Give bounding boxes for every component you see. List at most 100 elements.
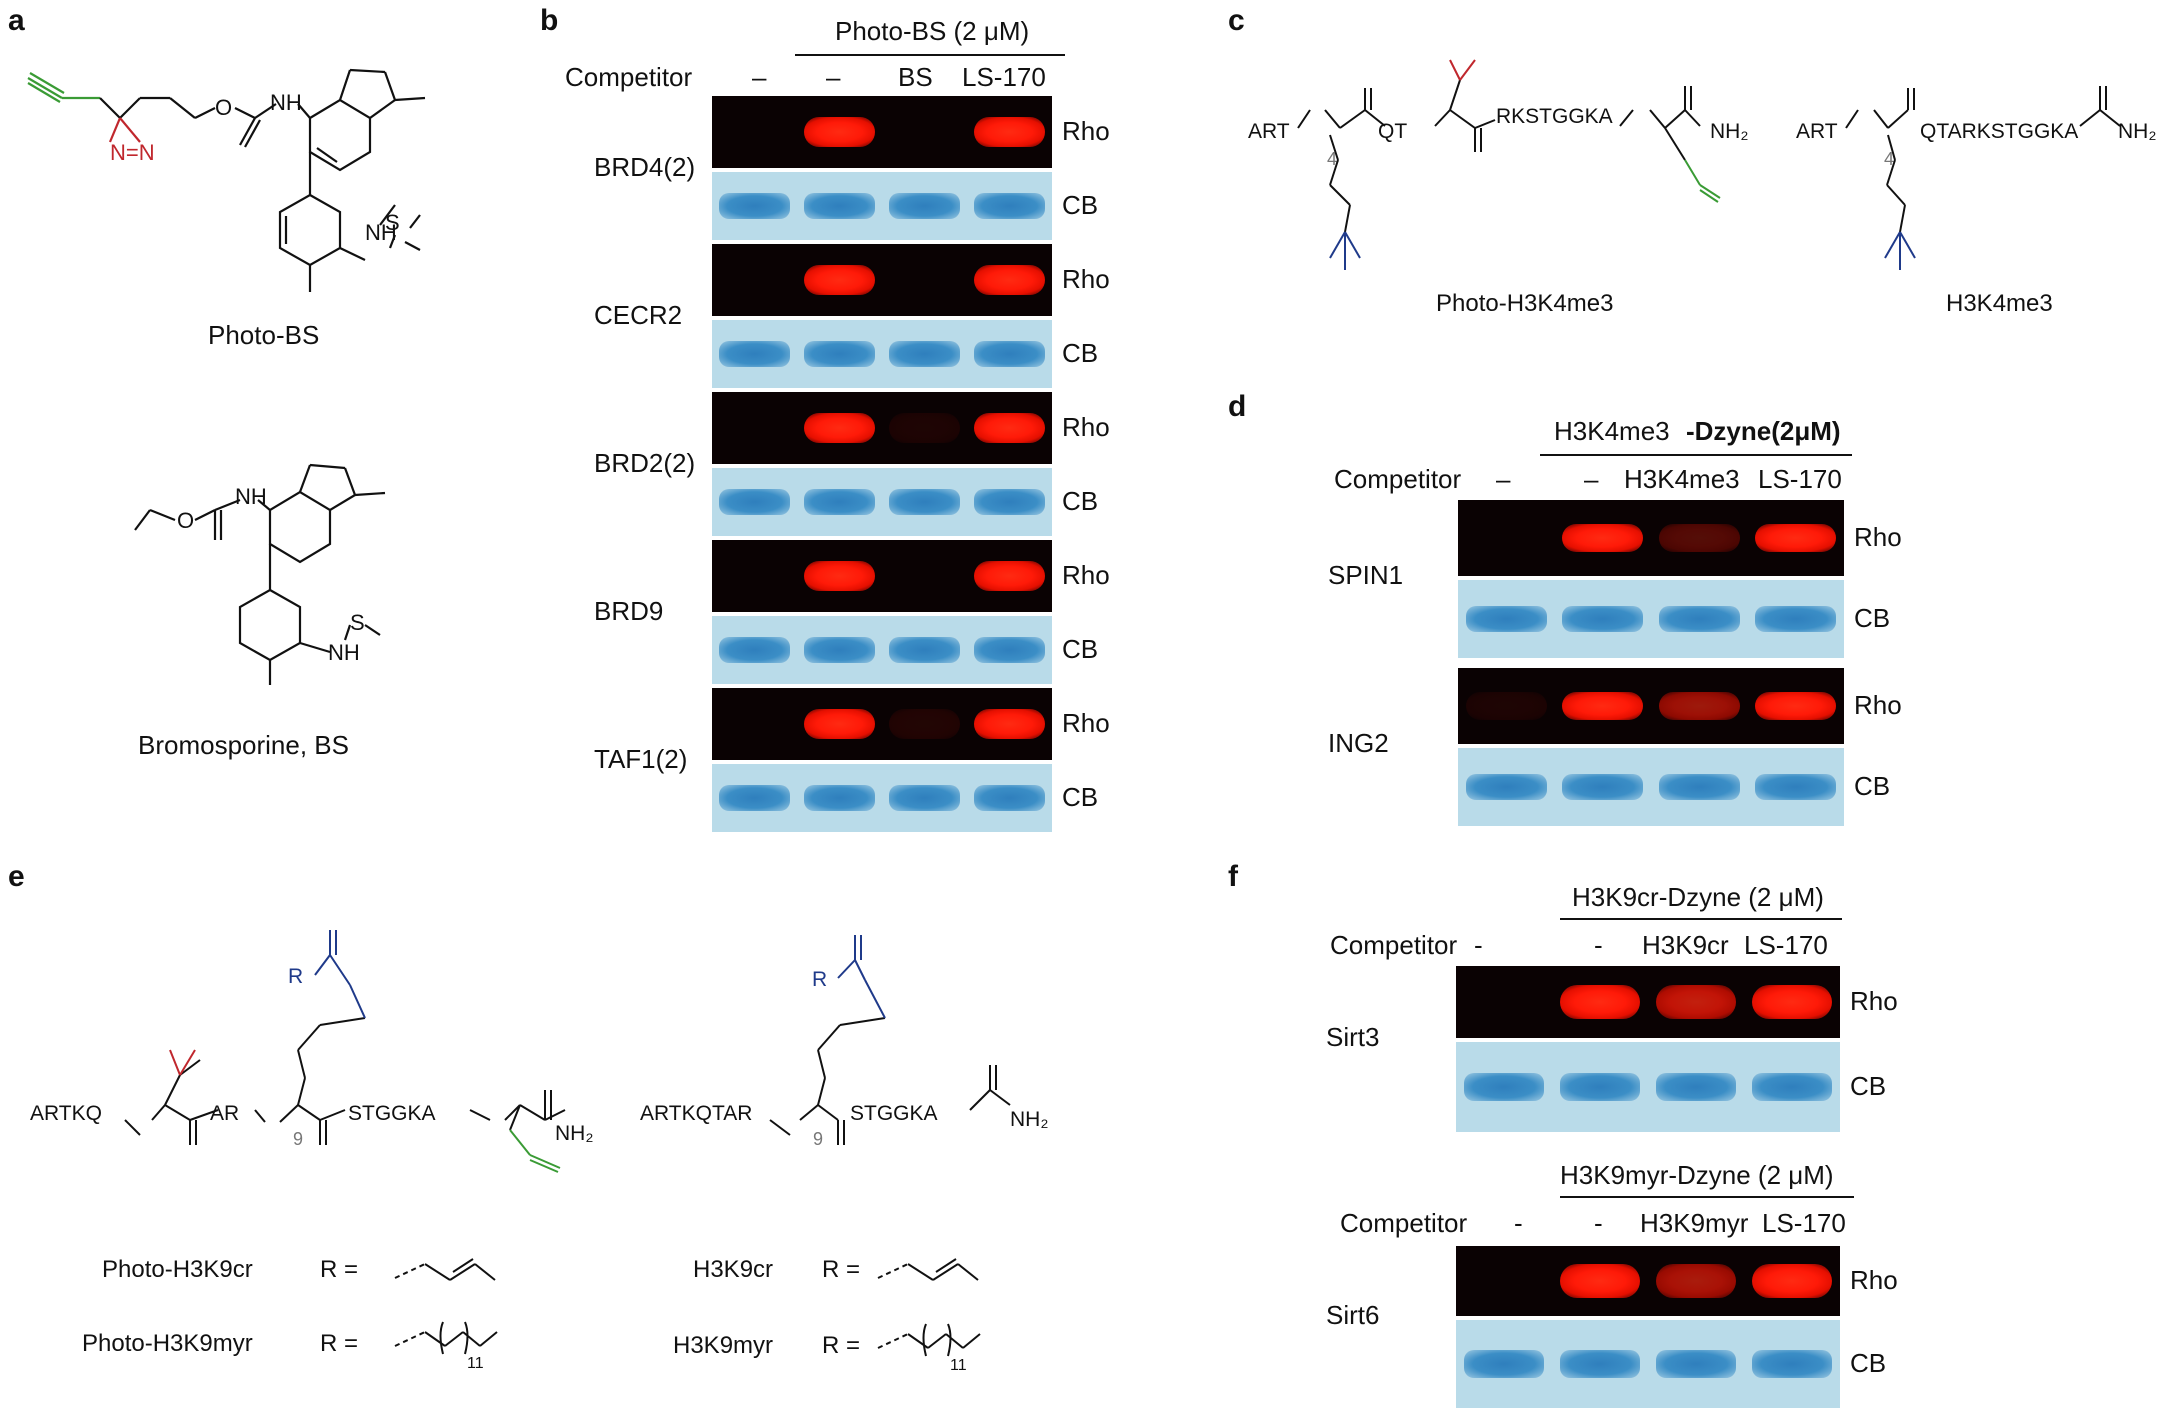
- panel-f-competitor-label-2: Competitor: [1340, 1208, 1468, 1238]
- panel-f2-cb-band-1-2: [1559, 1350, 1641, 1378]
- myristoyl-group-2: 11: [877, 1323, 981, 1374]
- c-nh2-b: NH₂: [2118, 120, 2156, 143]
- panel-d-cb-label-2: CB: [1854, 771, 1891, 801]
- c-seq1c: RKSTGGKA: [1496, 105, 1613, 128]
- c-seq1a: ART: [1248, 120, 1290, 143]
- panel-b-header-line: [795, 54, 1065, 56]
- panel-f2-rho-band-1-4: [1751, 1264, 1833, 1298]
- e-seq1c: STGGKA: [348, 1102, 436, 1125]
- panel-f-lane2-4: LS-170: [1762, 1208, 1846, 1238]
- panel-b-rho-band-3-2: [803, 413, 876, 443]
- panel-b-cb-band-1-4: [973, 193, 1046, 219]
- s-atom: S: [385, 210, 400, 235]
- panel-b-rho-strip-5: [712, 688, 1052, 760]
- panel-f2-rho-band-1-3: [1655, 1264, 1737, 1298]
- panel-f-header-line-1: [1560, 918, 1842, 920]
- panel-f1-rho-band-1-2: [1559, 985, 1641, 1019]
- panel-f1-rho-band-1-4: [1751, 985, 1833, 1019]
- panel-b-protein-5: TAF1(2): [594, 744, 688, 774]
- myristoyl-group-1: 11: [394, 1321, 498, 1372]
- panel-d-rho-band-2-1: [1465, 692, 1547, 720]
- panel-b-cb-strip-2: [712, 320, 1052, 388]
- nh-atom-bs: NH: [235, 484, 267, 509]
- panel-b-header: Photo-BS (2 μM): [835, 16, 1030, 46]
- panel-d-rho-band-1-4: [1755, 524, 1837, 552]
- panel-b-rho-label-3: Rho: [1062, 412, 1110, 442]
- panel-d-lane-3: H3K4me3: [1624, 464, 1740, 494]
- panel-d-rho-band-2-2: [1562, 692, 1644, 720]
- e-row-label-3: H3K9cr: [693, 1256, 774, 1283]
- panel-f1-protein-1: Sirt3: [1326, 1022, 1380, 1052]
- panel-d-rho-band-1-2: [1562, 524, 1644, 552]
- panel-b-cb-band-4-1: [718, 637, 791, 663]
- photo-bs-name: Photo-BS: [208, 320, 320, 350]
- photo-h3k4me3-name: Photo-H3K4me3: [1436, 290, 1614, 317]
- panel-b-cb-band-3-4: [973, 489, 1046, 515]
- e-pos-9-b: 9: [813, 1129, 823, 1149]
- nh-atom-2: NH: [365, 220, 397, 245]
- panel-b-rho-label-5: Rho: [1062, 708, 1110, 738]
- c-seq2a: ART: [1796, 120, 1838, 143]
- panel-b-cb-band-1-2: [803, 193, 876, 219]
- sub-11-a: 11: [467, 1355, 484, 1372]
- panel-b-rho-band-1-2: [803, 117, 876, 147]
- panel-b-cb-strip-1: [712, 172, 1052, 240]
- panel-b-lane-3: BS: [898, 62, 933, 92]
- panel-b-protein-2: CECR2: [594, 300, 683, 330]
- panel-b-lane-4: LS-170: [962, 62, 1046, 92]
- panel-b-label: b: [540, 4, 559, 37]
- e-seq2b: STGGKA: [850, 1102, 938, 1125]
- panel-f2-cb-band-1-4: [1751, 1350, 1833, 1378]
- panel-b-cb-label-1: CB: [1062, 190, 1099, 220]
- panel-f-lane2-1: -: [1514, 1208, 1523, 1238]
- panel-b-rho-band-5-4: [973, 709, 1046, 739]
- panel-b-cb-band-5-3: [888, 785, 961, 811]
- c-pos-4: 4: [1327, 149, 1337, 169]
- panel-b-rho-label-1: Rho: [1062, 116, 1110, 146]
- photo-h3k4me3-structure: ART QT RKSTGGKA NH₂ 4: [1248, 59, 1748, 270]
- crotonyl-group-1: [394, 1258, 496, 1281]
- bromosporine-structure: O NH NH S: [134, 463, 386, 685]
- panel-b-rho-band-2-2: [803, 265, 876, 295]
- panel-d-cb-band-1-3: [1658, 606, 1740, 632]
- diazirine-label: N=N: [110, 140, 155, 165]
- s-atom-bs: S: [350, 610, 365, 635]
- panel-b-rho-strip-1: [712, 96, 1052, 168]
- panel-d-protein-1: SPIN1: [1328, 560, 1404, 590]
- panel-d-competitor-label: Competitor: [1334, 464, 1462, 494]
- panel-d-cb-band-1-2: [1562, 606, 1644, 632]
- o-atom: O: [215, 95, 232, 120]
- e-row-label-2: Photo-H3K9myr: [82, 1330, 253, 1357]
- panel-f2-cb-band-1-1: [1463, 1350, 1545, 1378]
- panel-b-cb-label-3: CB: [1062, 486, 1099, 516]
- e-nh2-b: NH₂: [1010, 1108, 1048, 1131]
- panel-b-rho-band-4-4: [973, 561, 1046, 591]
- e-row-label-4: H3K9myr: [673, 1332, 774, 1359]
- panel-b-protein-4: BRD9: [594, 596, 664, 626]
- panel-f-lane1-3: H3K9cr: [1642, 930, 1729, 960]
- panel-b-cb-band-2-1: [718, 341, 791, 367]
- panel-b-rho-band-2-4: [973, 265, 1046, 295]
- panel-d-lane-4: LS-170: [1758, 464, 1842, 494]
- panel-b-lane-2: –: [826, 62, 841, 92]
- panel-d-rho-label-1: Rho: [1854, 522, 1902, 552]
- panel-b-cb-label-5: CB: [1062, 782, 1099, 812]
- panel-d-cb-band-2-3: [1658, 774, 1740, 800]
- e-seq1b: AR: [210, 1102, 239, 1125]
- panel-b-cb-strip-3: [712, 468, 1052, 536]
- panel-d-header-line: [1540, 454, 1852, 456]
- panel-b-rho-band-5-2: [803, 709, 876, 739]
- e-seq1a: ARTKQ: [30, 1102, 102, 1125]
- panel-b-cb-band-5-4: [973, 785, 1046, 811]
- panel-a-label: a: [8, 4, 25, 37]
- panel-b-rho-strip-3: [712, 392, 1052, 464]
- panel-d-protein-2: ING2: [1328, 728, 1389, 758]
- c-seq2b: QTARKSTGGKA: [1920, 120, 2078, 143]
- panel-b-cb-band-1-3: [888, 193, 961, 219]
- panel-b-lane-1: –: [752, 62, 767, 92]
- panel-f2-rho-strip-1: [1456, 1246, 1840, 1316]
